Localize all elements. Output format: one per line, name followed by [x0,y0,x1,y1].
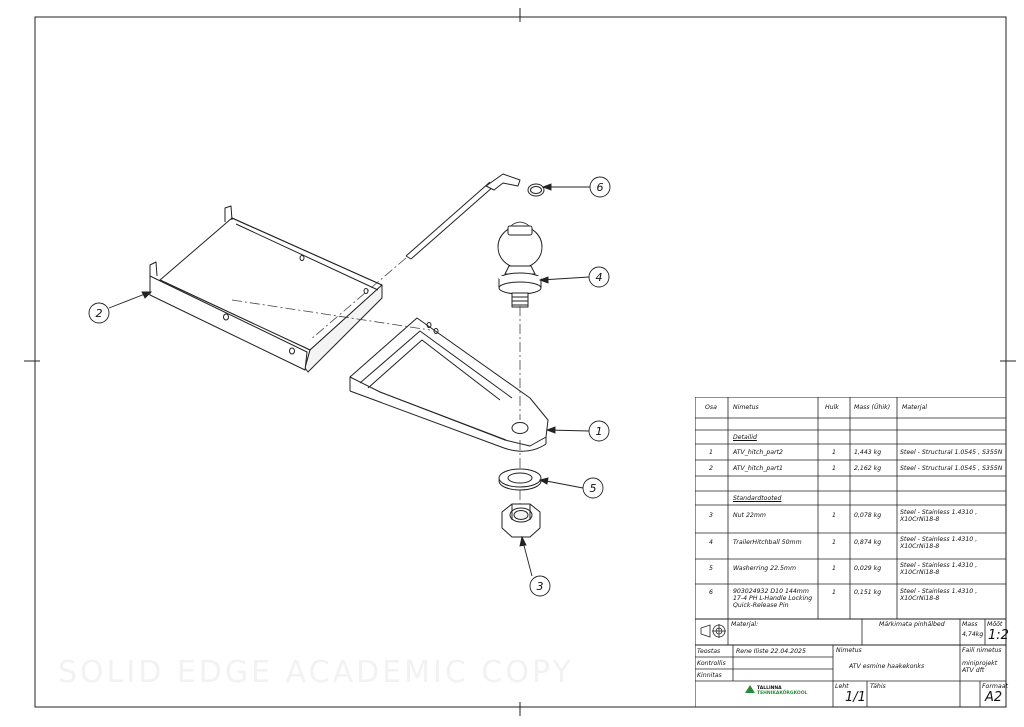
bom-section-standard: Standardtooted [733,495,782,502]
bom-row-nimetus: Nut 22mm [733,512,766,519]
bom-row-osa: 1 [709,449,713,456]
balloon-labels: 1 2 3 4 5 6 [96,181,604,593]
faili-label: Faili nimetus [962,647,1002,654]
moot-label: Mõõt [987,621,1003,628]
bom-header-osa: Osa [705,404,717,411]
mass-label: Mass [962,621,978,628]
bom-row-mass: 2,162 kg [854,465,882,472]
part-1-hitch-arm [349,317,549,452]
formaat-value: A2 [985,690,1003,705]
bom-row-mass: 0,029 kg [854,565,882,572]
teostas-value: Rene Iliste 22.04.2025 [736,648,806,655]
bom-row-nimetus: ATV_hitch_part2 [733,449,783,456]
bom-row-materjal: Steel - Structural 1.0545 , S355N [900,449,1003,456]
faili-value: miniprojekt ATV dft [962,660,998,675]
bom-row-mass: 1,443 kg [854,449,882,456]
balloon-5-circle [582,477,604,499]
kontrollis-label: Kontrollis [697,660,726,667]
balloon-3-circle [529,575,551,597]
logo-mark [745,685,755,693]
part-2-bracket [149,205,383,373]
moot-value: 1:2 [988,628,1009,643]
part-5-washer [498,468,542,491]
bom-row-hulk: 1 [832,512,836,519]
bom-row-nimetus: 903024932 D10 144mm 17-4 PH L-Handle Loc… [733,588,813,610]
bom-row-nimetus: TrailerHitchball 50mm [733,539,802,546]
nimetus-label: Nimetus [836,647,862,654]
bom-row-osa: 2 [709,465,713,472]
logo-text-line1: TALLINNA [757,686,782,691]
bom-row-osa: 4 [709,539,713,546]
part-3-nut [501,503,541,538]
bom-header-mass: Mass (Ühik) [854,404,891,411]
bom-header-materjal: Materjal [902,404,928,411]
bom-row-osa: 6 [709,589,713,596]
bom-header-hulk: Hulk [825,404,839,411]
nimetus-value: ATV esmine haakekonks [849,663,925,670]
bom-row-osa: 3 [709,512,713,519]
balloon-3-label: 3 [537,580,544,593]
balloon-2-label: 2 [96,307,103,320]
bom-row-materjal: Steel - Stainless 1.4310 , X10CrNi18-8 [900,562,978,577]
bom-row-hulk: 1 [832,539,836,546]
balloon-6-label: 6 [597,181,604,194]
bom-row-hulk: 1 [832,589,836,596]
bom-row-hulk: 1 [832,565,836,572]
balloon-6-circle [589,176,611,198]
bom-row-mass: 0,078 kg [854,512,882,519]
bom-row-hulk: 1 [832,449,836,456]
bom-row-mass: 0,151 kg [854,589,882,596]
logo-text-line2: TEHNIKAKÕRGKOOL [757,691,808,696]
title-block-grid [695,397,1006,707]
teostas-label: Teostas [697,648,721,655]
bom-row-materjal: Steel - Stainless 1.4310 , X10CrNi18-8 [900,588,978,603]
balloons [88,176,611,597]
part-4-hitch-ball [497,221,543,308]
leht-label: Leht [835,683,849,690]
bom-row-nimetus: ATV_hitch_part1 [733,465,783,472]
bom-header-nimetus: Nimetus [733,404,759,411]
bom-row-mass: 0,874 kg [854,539,882,546]
markimata-label: Märkimata pinhälbed [879,621,945,628]
assembly-centerlines [231,257,521,504]
leht-value: 1/1 [845,690,866,705]
watermark: SOLID EDGE ACADEMIC COPY [58,655,574,690]
bom-row-materjal: Steel - Structural 1.0545 , S355N [900,465,1003,472]
balloon-5-label: 5 [590,482,597,495]
balloon-1-circle [588,420,610,442]
formaat-label: Formaat [982,683,1008,690]
bom-section-details: Detailid [733,434,757,441]
bom-row-materjal: Steel - Stainless 1.4310 , X10CrNi18-8 [900,536,978,551]
bom-row-nimetus: Washerring 22.5mm [733,565,796,572]
balloon-1-label: 1 [596,425,603,438]
kinnitas-label: Kinnitas [697,672,722,679]
balloon-4-label: 4 [596,271,603,284]
title-block: Osa Nimetus Hulk Mass (Ühik) Materjal De… [695,397,1009,707]
balloon-2-circle [88,302,110,324]
exploded-view [149,173,549,538]
mass-value: 4,74kg [962,631,984,638]
bom-row-materjal: Steel - Stainless 1.4310 , X10CrNi18-8 [900,509,978,524]
bom-row-osa: 5 [709,565,713,572]
bom-row-hulk: 1 [832,465,836,472]
balloon-4-circle [588,266,610,288]
tahis-label: Tähis [870,683,886,690]
materjal-label: Materjal: [731,621,759,628]
balloon-leaders [108,183,590,577]
part-6-pin [405,173,545,260]
